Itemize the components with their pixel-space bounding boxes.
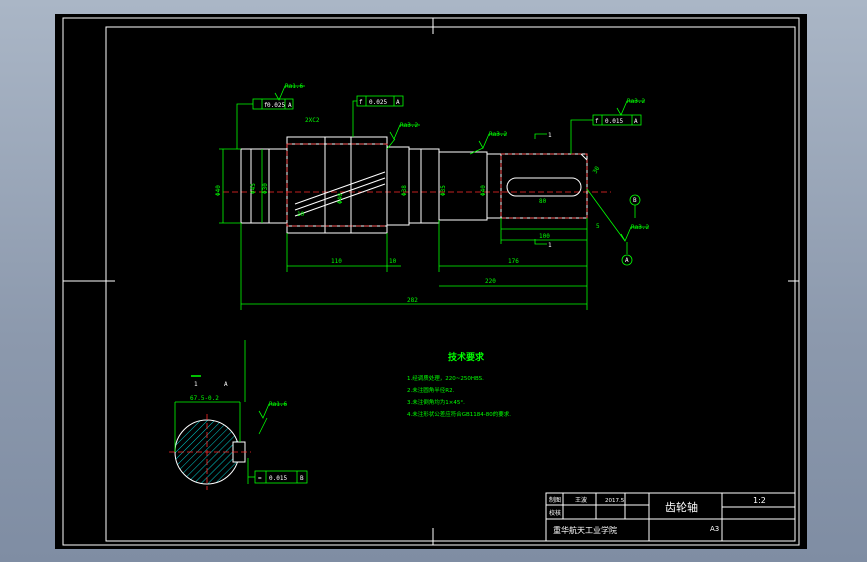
- gdt-symbol-3: f: [595, 118, 599, 125]
- roughness-1: Ra1.6: [285, 83, 303, 90]
- dim-10b: 10: [297, 211, 305, 218]
- dim-30: 30: [592, 165, 602, 175]
- section-dim: 67.5-0.2: [190, 395, 219, 402]
- title-block: [545, 492, 796, 542]
- dim-100: 100: [539, 233, 550, 240]
- gdt-value-2: 0.025: [369, 99, 387, 106]
- roughness-6: Ra1.6: [269, 401, 287, 408]
- roughness-3: Ra3.2: [489, 131, 507, 138]
- outer-frame: [62, 17, 800, 546]
- dim-phi-mid: Φ38: [401, 185, 408, 196]
- cut-mark-1: 1: [548, 132, 552, 139]
- gdt-datum-3: A: [634, 118, 638, 125]
- dim-phi-right: Φ40: [480, 185, 487, 196]
- tech-req-item-4: 4.未注形状公差应符合GB1184-80的要求.: [407, 410, 511, 418]
- tb-check-label: 校核: [549, 509, 561, 517]
- tb-drawn-name: 王波: [575, 496, 587, 504]
- gdt-value-4: 0.015: [269, 475, 287, 482]
- gdt-value-1: 0.025: [267, 102, 285, 109]
- gdt-symbol-4: =: [258, 475, 262, 482]
- section-view: [169, 375, 251, 490]
- tb-scale: 1:2: [753, 496, 766, 505]
- dim-80: 80: [539, 198, 547, 205]
- gdt-datum-4: B: [300, 475, 304, 482]
- dim-282: 282: [407, 297, 418, 304]
- shaft-main-view: [219, 136, 611, 234]
- dim-10a: 10: [389, 258, 397, 265]
- drawing-sheet: Φ40 Φ45 Φ30 Φ40 Φ38 Φ35 Φ40: [55, 14, 807, 549]
- gdt-datum-2: A: [396, 99, 400, 106]
- gdt-symbol-2: f: [359, 99, 363, 106]
- dim-220: 220: [485, 278, 496, 285]
- gdt-datum-1: A: [288, 102, 292, 109]
- drawing-canvas: Φ40 Φ45 Φ30 Φ40 Φ38 Φ35 Φ40: [62, 17, 800, 546]
- tech-req-item-3: 3.未注倒角均为1×45°.: [407, 398, 465, 406]
- tb-school: 重华航天工业学院: [553, 525, 617, 535]
- tb-drawn-label: 制图: [549, 496, 561, 504]
- gdt-value-3: 0.015: [605, 118, 623, 125]
- dim-phi-left: Φ40: [215, 185, 222, 196]
- tech-req-title: 技术要求: [448, 351, 485, 363]
- tb-drawn-date: 2017.5: [605, 498, 625, 504]
- inner-frame: [105, 26, 796, 542]
- dim-5: 5: [596, 223, 600, 230]
- datum-b: B: [633, 197, 637, 204]
- tb-sheet-size: A3: [710, 525, 719, 533]
- gdt-symbol-1: f: [264, 102, 268, 109]
- dim-phi-gear: Φ40: [337, 193, 344, 204]
- dim-176: 176: [508, 258, 519, 265]
- roughness-2: Ra3.2: [400, 122, 418, 129]
- roughness-4: Ra3.2: [627, 98, 645, 105]
- tech-req-item-1: 1.经调质处理，220~250HBS.: [407, 374, 484, 382]
- dim-phi-left-3: Φ30: [262, 183, 269, 194]
- section-label-left: 1: [194, 381, 198, 388]
- tech-req-item-2: 2.未注圆角半径R2.: [407, 386, 455, 394]
- dim-phi-left-2: Φ45: [250, 183, 257, 194]
- cut-mark-2: 1: [548, 242, 552, 249]
- section-label-right: A: [224, 381, 228, 388]
- datum-a: A: [625, 257, 629, 264]
- roughness-5: Ra3.2: [631, 224, 649, 231]
- dim-phi-mid-2: Φ35: [440, 185, 447, 196]
- tb-part-name: 齿轮轴: [665, 500, 698, 514]
- dim-110: 110: [331, 258, 342, 265]
- dim-chamfer: 2XC2: [305, 117, 320, 124]
